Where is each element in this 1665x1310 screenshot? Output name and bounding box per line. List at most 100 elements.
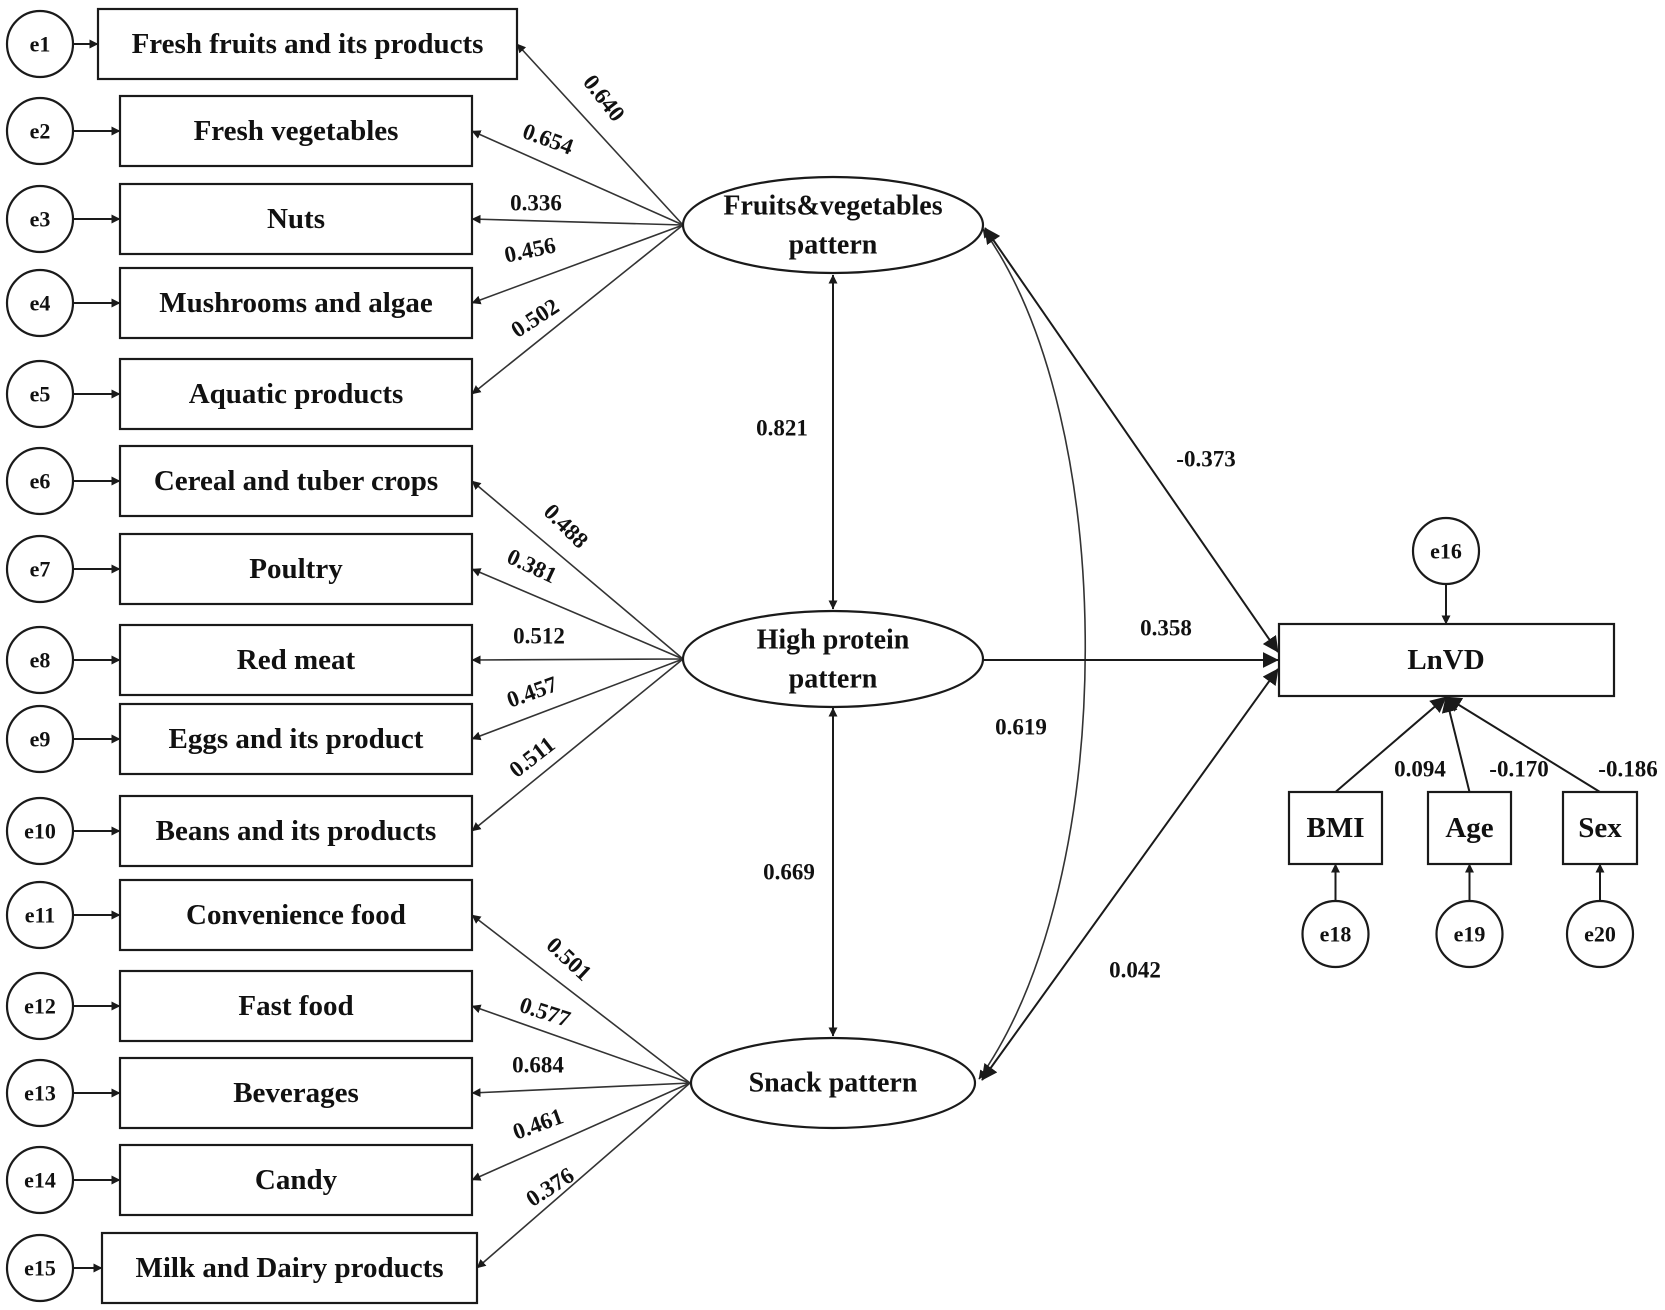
error-circle-e5 [5,359,75,429]
covariate-arrow-age [1441,696,1471,793]
latent-label-snack: Snack pattern [749,1068,918,1099]
indicator-label-poultry: Poultry [249,553,343,585]
latent-ellipse-fv [681,175,985,275]
loading-arrow-eggs [471,658,684,741]
loading-arrow-aquatic [471,224,684,395]
covariate-value-bmi: 0.094 [1394,757,1446,782]
path-layer [73,39,1605,1273]
error-circle-e1 [5,9,75,79]
path-value-snack-lnvd: 0.042 [1109,958,1161,983]
loading-value-fast-food: 0.577 [517,992,574,1032]
loading-value-nuts: 0.336 [510,191,562,216]
error-label-e11: e11 [25,903,56,928]
covariate-box-sex [1561,790,1639,866]
outcome-box-lnvd [1277,622,1616,698]
loading-arrow-nuts [471,214,684,226]
error-label-e9: e9 [30,727,51,752]
error-label-e18: e18 [1320,922,1352,947]
loading-arrow-milk [476,1082,691,1269]
indicator-label-milk: Milk and Dairy products [135,1252,443,1284]
error-label-e6: e6 [30,469,51,494]
latent-ellipse-snack [689,1036,977,1130]
indicator-box-eggs [118,702,474,776]
error-circle-e9 [5,704,75,774]
error-label-e10: e10 [24,819,56,844]
loading-arrow-beans [471,658,684,832]
loading-value-fresh-vegetables: 0.654 [519,118,577,159]
indicator-label-fast-food: Fast food [238,990,353,1022]
path-value-hp-lnvd: 0.358 [1140,616,1192,641]
error-label-e16: e16 [1430,539,1462,564]
indicator-label-beans: Beans and its products [156,815,437,847]
latent-label-fv-line2: pattern [789,230,878,261]
error-circle-e16 [1411,516,1481,586]
outcome-label-lnvd: LnVD [1407,644,1484,676]
loading-arrow-candy [471,1082,691,1181]
correlation-value-hp-snack: 0.669 [763,860,815,885]
indicator-label-convenience: Convenience food [186,899,406,931]
loading-value-red-meat: 0.512 [513,624,565,649]
indicator-label-mushrooms: Mushrooms and algae [159,287,433,319]
error-label-e15: e15 [24,1256,56,1281]
loading-value-candy: 0.461 [509,1103,566,1144]
loading-arrow-fast-food [471,1004,691,1084]
covariate-arrow-bmi [1334,696,1447,793]
indicator-box-red-meat [118,623,474,697]
error-circle-e15 [5,1233,75,1303]
loading-arrow-convenience [471,914,691,1084]
error-label-e14: e14 [24,1168,56,1193]
covariate-label-bmi: BMI [1307,812,1365,844]
latent-label-hp-line2: pattern [789,664,878,695]
covariate-box-bmi [1287,790,1384,866]
error-label-e13: e13 [24,1081,56,1106]
error-label-e1: e1 [30,32,51,57]
error-circle-e12 [5,971,75,1041]
error-circle-e3 [5,184,75,254]
path-arrow-snack-lnvd [981,668,1279,1081]
loading-value-convenience: 0.501 [542,932,597,986]
correlation-value-fv-snack: 0.619 [995,715,1047,740]
loading-value-beans: 0.511 [504,732,559,783]
error-label-e20: e20 [1584,922,1616,947]
loading-value-beverages: 0.684 [512,1053,564,1078]
loading-arrow-beverages [471,1082,691,1098]
indicator-box-fresh-vegetables [118,94,474,168]
covariate-value-age: -0.170 [1489,757,1548,782]
indicator-label-beverages: Beverages [233,1077,359,1109]
error-circle-e11 [5,880,75,950]
error-circle-e19 [1435,899,1504,969]
path-value-fv-lnvd: -0.373 [1176,447,1235,472]
error-circle-e18 [1301,899,1370,969]
error-label-e8: e8 [30,648,51,673]
latent-label-fv-line1: Fruits&vegetables [723,191,942,222]
covariate-label-sex: Sex [1578,812,1622,844]
indicator-box-beans [118,794,474,868]
indicator-label-fresh-fruits: Fresh fruits and its products [132,28,484,60]
indicator-box-aquatic [118,357,474,431]
loading-value-aquatic: 0.502 [506,293,563,342]
loading-arrow-fresh-fruits [516,43,684,226]
indicator-box-candy [118,1143,474,1217]
correlation-arc-fv-snack [978,228,1086,1080]
latent-label-hp-line1: High protein [757,625,910,656]
loading-value-eggs: 0.457 [503,671,560,712]
error-circle-e2 [5,96,75,166]
latent-ellipse-hp [681,609,985,709]
indicator-box-milk [100,1231,479,1305]
covariate-arrow-sex [1445,696,1601,793]
error-label-e2: e2 [30,119,51,144]
loading-arrow-red-meat [471,655,684,665]
correlation-value-fv-hp: 0.821 [756,416,808,441]
error-circle-e20 [1565,899,1635,969]
error-circle-e4 [5,268,75,338]
indicator-label-red-meat: Red meat [237,644,356,676]
error-circle-e14 [5,1145,75,1215]
indicator-label-nuts: Nuts [267,203,325,235]
error-circle-e13 [5,1058,75,1128]
indicator-box-nuts [118,182,474,256]
loading-arrow-poultry [471,568,684,660]
loading-value-fresh-fruits: 0.640 [578,70,630,126]
error-label-e7: e7 [30,557,51,582]
